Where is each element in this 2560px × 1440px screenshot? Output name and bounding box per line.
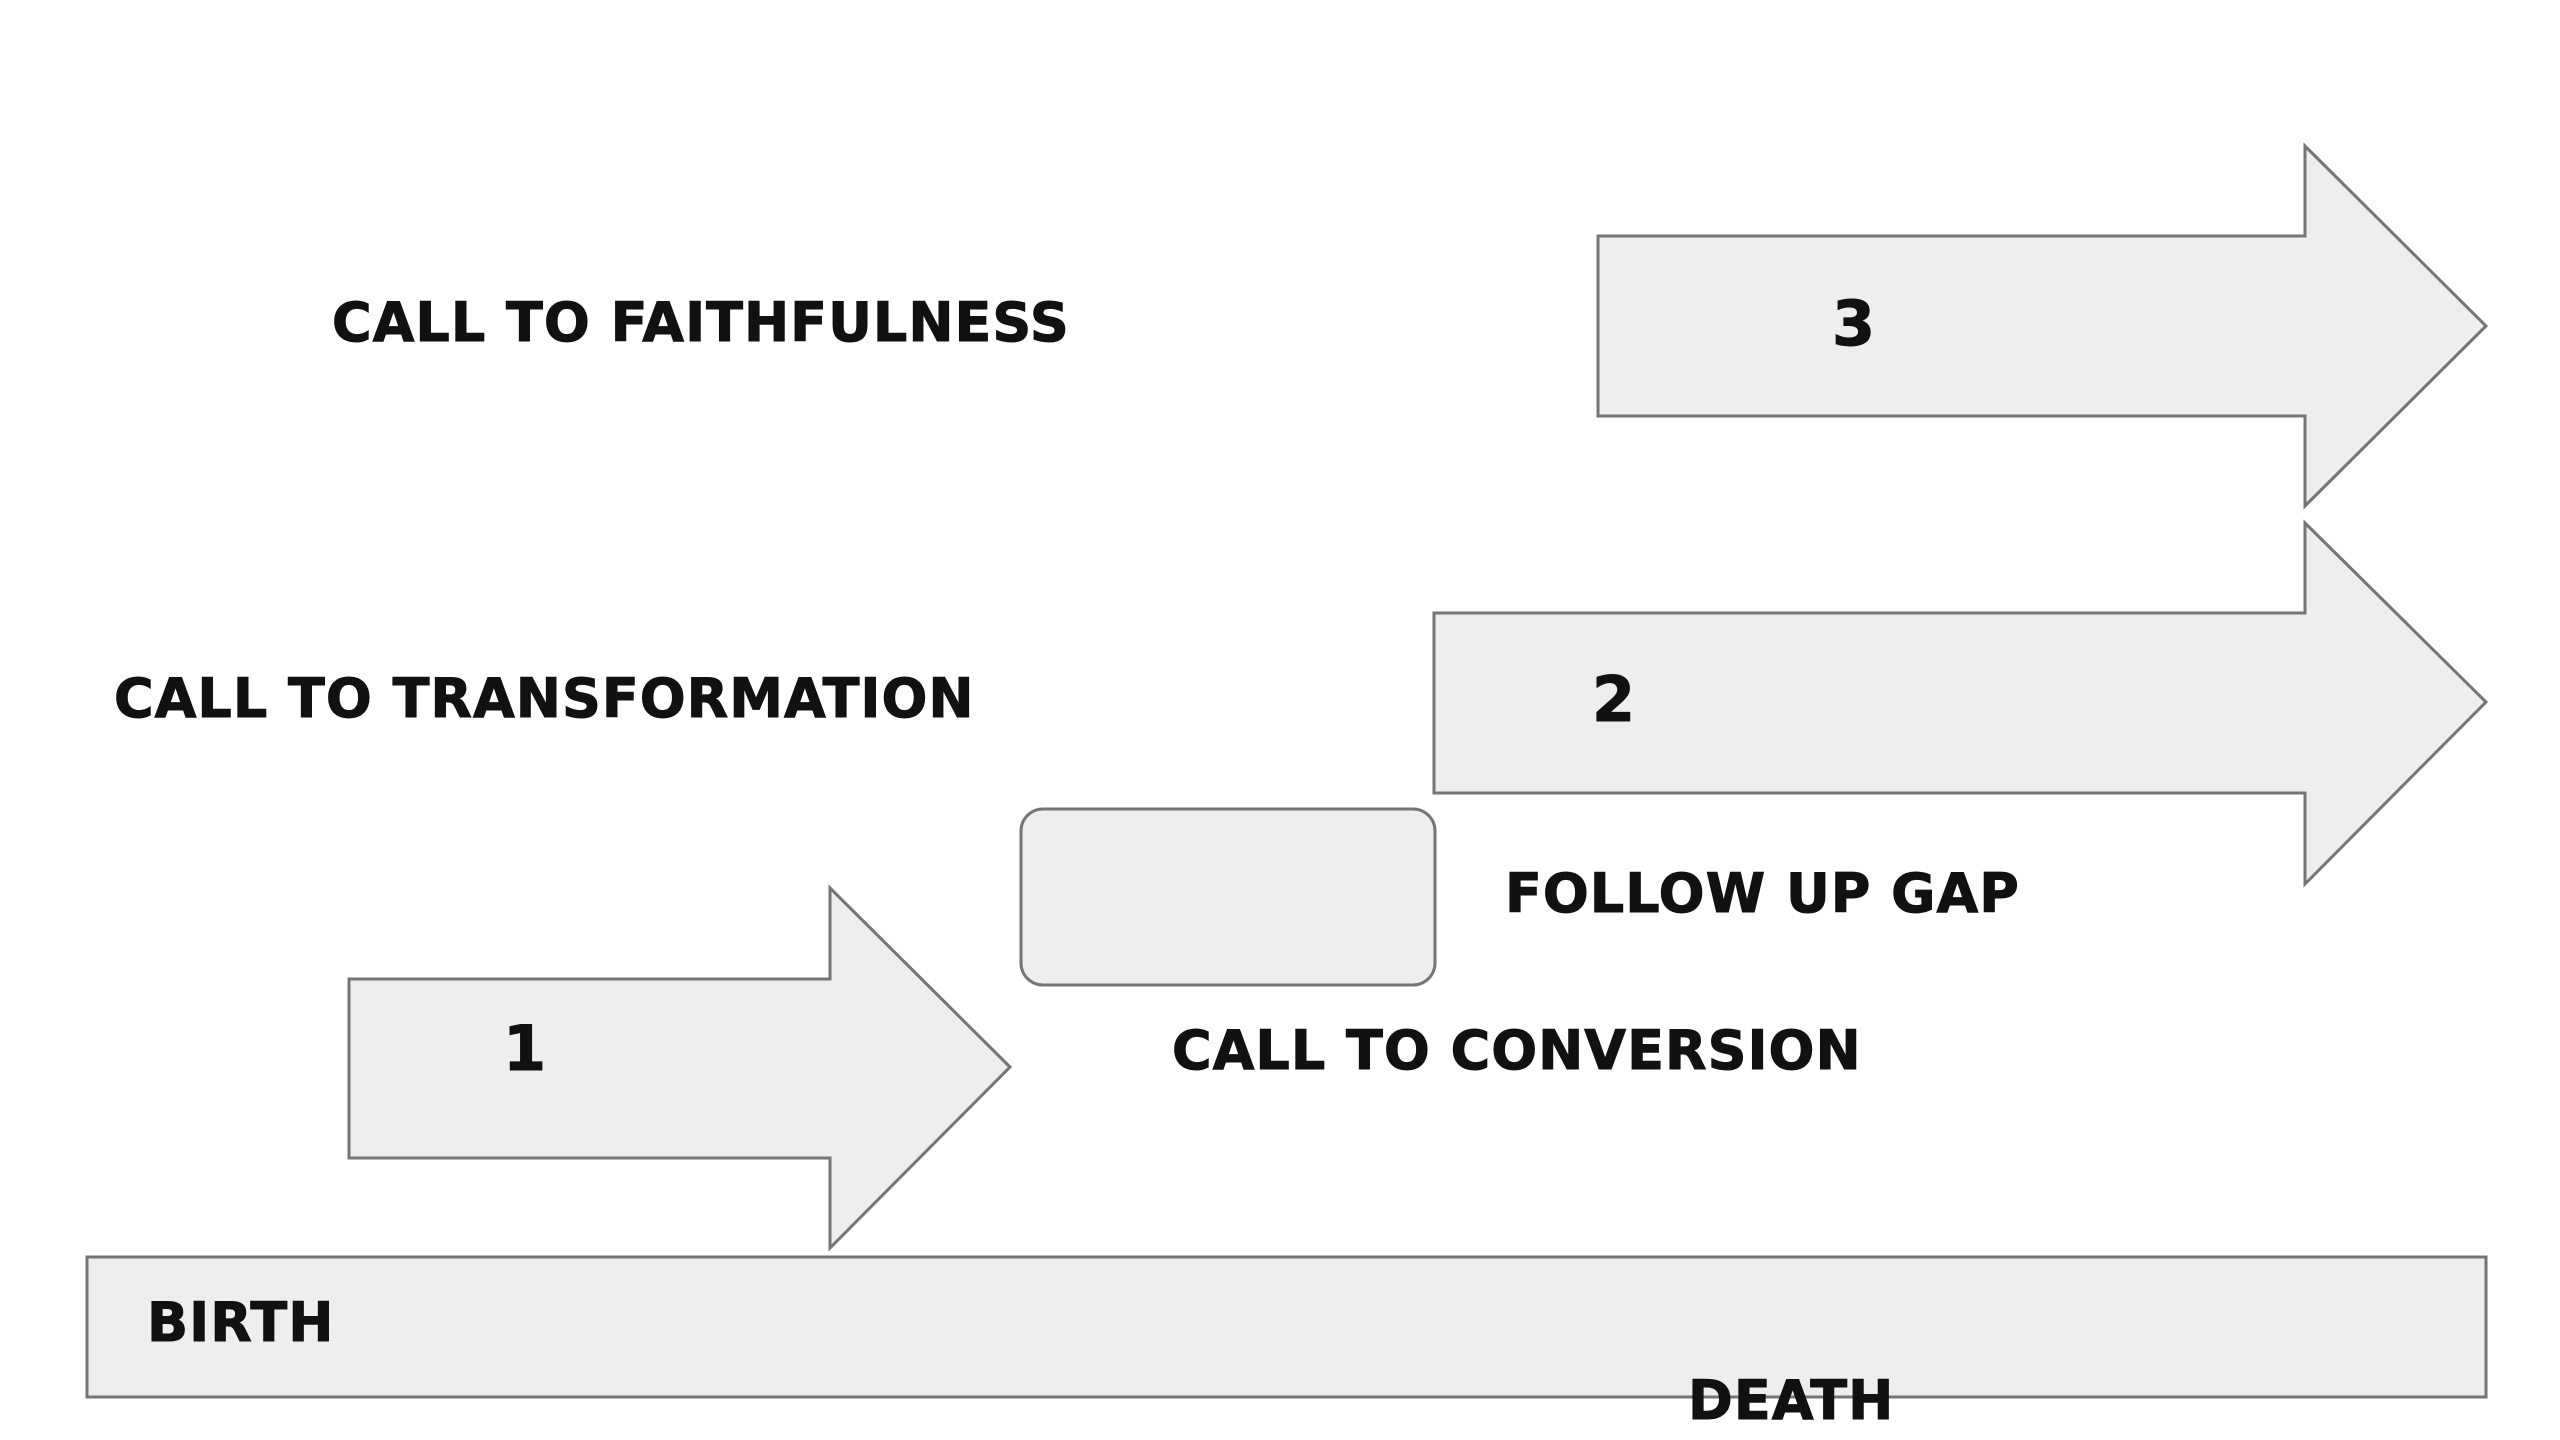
call-to-conversion-label: CALL TO CONVERSION — [1172, 1019, 1862, 1082]
death-label: DEATH — [1687, 1369, 1895, 1432]
arrow-3-shape — [1596, 142, 2489, 510]
call-to-faithfulness-label: CALL TO FAITHFULNESS — [332, 291, 1070, 354]
call-to-transformation-label: CALL TO TRANSFORMATION — [114, 667, 975, 730]
arrow-2-number: 2 — [1591, 663, 1636, 736]
birth-label: BIRTH — [146, 1291, 335, 1354]
arrow-2-shape — [1432, 519, 2489, 888]
arrow-1-shape — [347, 884, 1013, 1252]
follow-up-gap-box — [1019, 807, 1437, 987]
follow-up-gap-label: FOLLOW UP GAP — [1505, 862, 2020, 925]
arrow-1-number: 1 — [502, 1012, 547, 1085]
arrow-3-number: 3 — [1831, 287, 1876, 360]
life-timeline-bar — [85, 1255, 2488, 1399]
